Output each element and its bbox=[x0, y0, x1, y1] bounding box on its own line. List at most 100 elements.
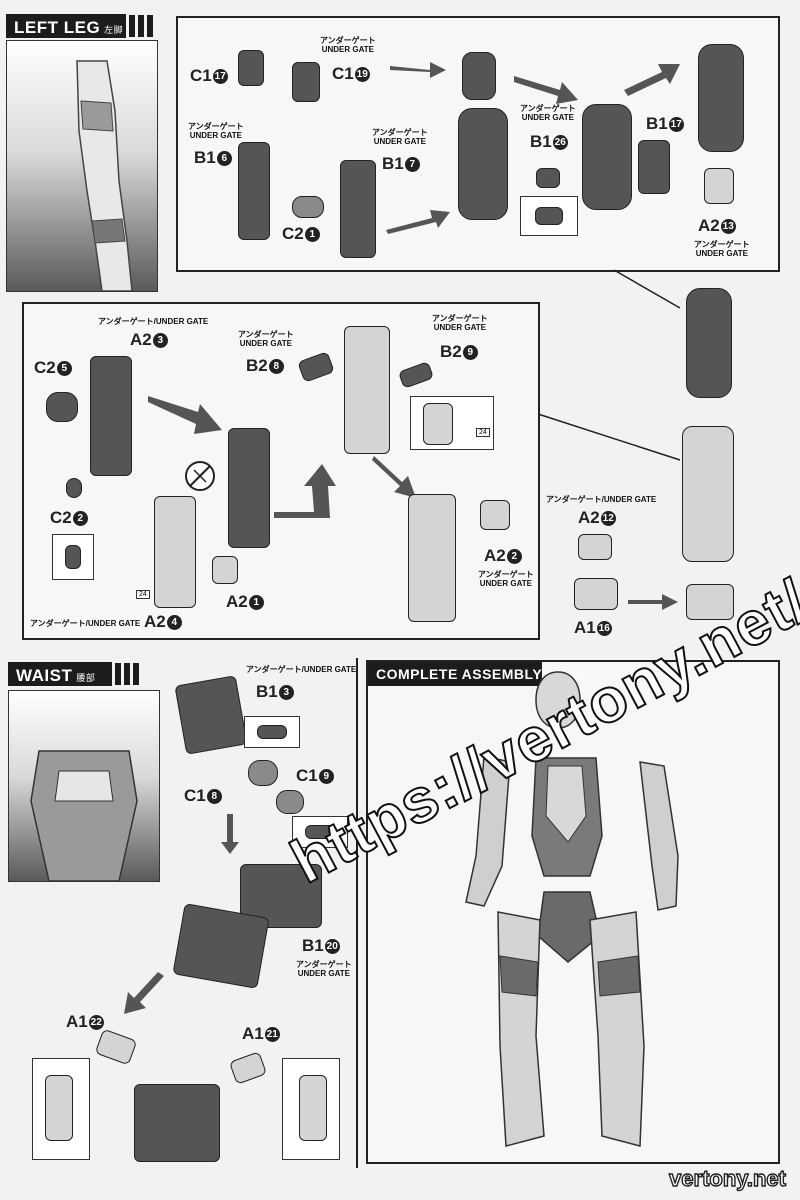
detail-box-a1-22 bbox=[32, 1058, 90, 1160]
gate-en: UNDER GATE bbox=[479, 579, 532, 588]
part-b1-3-num: 3 bbox=[278, 685, 294, 701]
part-c1-19-num: 19 bbox=[354, 67, 370, 83]
complete-figure bbox=[465, 671, 679, 1147]
part-a1-16-letter: A1 bbox=[574, 618, 596, 637]
callout-lines bbox=[537, 269, 681, 461]
part-c2-2-num: 2 bbox=[72, 511, 88, 527]
part-b2-9-num: 9 bbox=[462, 345, 478, 361]
page-ref-2: 24 bbox=[476, 428, 490, 437]
gate-en: UNDER GATE bbox=[189, 131, 242, 140]
part-a2-1-letter: A2 bbox=[226, 592, 248, 611]
part-c1-17-letter: C1 bbox=[190, 66, 212, 85]
arrow-down-waist-1 bbox=[221, 814, 239, 854]
part-b1-17-letter: B1 bbox=[646, 114, 668, 133]
part-b2-8-letter: B2 bbox=[246, 356, 268, 375]
waist-title-text: WAIST bbox=[16, 666, 73, 685]
arrow-down-left-waist bbox=[124, 972, 164, 1014]
gate-en: UNDER GATE bbox=[521, 113, 574, 122]
part-b2-9-letter: B2 bbox=[440, 342, 462, 361]
part-b1-20-letter: B1 bbox=[302, 936, 324, 955]
part-b1-26-num: 26 bbox=[552, 135, 568, 151]
waist-section bbox=[6, 658, 358, 1168]
part-a2-2-num: 2 bbox=[506, 549, 522, 565]
arrow-down-right-2 bbox=[148, 396, 222, 434]
footer-watermark: vertony.net bbox=[668, 1165, 786, 1191]
gate-jp: アンダーゲート bbox=[478, 570, 534, 579]
title-stripes bbox=[112, 663, 139, 685]
gate-jp: アンダーゲート bbox=[296, 960, 352, 969]
part-a2-3-letter: A2 bbox=[130, 330, 152, 349]
gate-en: UNDER GATE bbox=[321, 45, 374, 54]
gate-jp: アンダーゲート bbox=[372, 128, 428, 137]
part-c1-8-num: 8 bbox=[206, 789, 222, 805]
waist-reference-photo bbox=[8, 690, 160, 882]
part-b1-17-num: 17 bbox=[668, 117, 684, 133]
left-leg-title-jp: 左脚 bbox=[104, 25, 124, 35]
arrow-down-right-3 bbox=[372, 456, 416, 498]
part-c2-1-num: 1 bbox=[304, 227, 320, 243]
arrow-right-1 bbox=[390, 62, 446, 78]
part-b1-6-num: 6 bbox=[216, 151, 232, 167]
waist-title-jp: 腰部 bbox=[76, 673, 96, 683]
detail-piece bbox=[45, 1075, 73, 1141]
no-cut-icon bbox=[185, 461, 215, 491]
piece-a2-13 bbox=[704, 168, 734, 204]
gate-label-a2-4: アンダーゲート/UNDER GATE bbox=[30, 619, 141, 628]
gate-jp: アンダーゲート bbox=[694, 240, 750, 249]
piece-c2-1 bbox=[292, 196, 324, 218]
piece-upper-body bbox=[458, 108, 508, 220]
piece-b1-7 bbox=[340, 160, 376, 258]
detail-piece bbox=[257, 725, 287, 739]
piece-a2-3 bbox=[90, 356, 132, 476]
piece-a2-1-small bbox=[212, 556, 238, 584]
piece-c2-2-peg bbox=[66, 478, 82, 498]
piece-b1-17-body bbox=[698, 44, 744, 152]
arrow-down-right-1 bbox=[514, 76, 578, 104]
piece-c1-8 bbox=[248, 760, 278, 786]
part-a1-16-num: 16 bbox=[596, 621, 612, 637]
leg-photo-figure bbox=[76, 60, 133, 291]
complete-assembly-title-text: COMPLETE ASSEMBLY bbox=[376, 666, 543, 682]
piece-a2-2 bbox=[480, 500, 510, 530]
part-a1-22-letter: A1 bbox=[66, 1012, 88, 1031]
part-a2-4-letter: A2 bbox=[144, 612, 166, 631]
left-leg-title-text: LEFT LEG bbox=[14, 18, 101, 37]
part-b1-20-num: 20 bbox=[324, 939, 340, 955]
part-b1-6-letter: B1 bbox=[194, 148, 216, 167]
piece-c1-9 bbox=[276, 790, 304, 814]
gate-jp: アンダーゲート bbox=[238, 330, 294, 339]
piece-a2-1-shin bbox=[154, 496, 196, 608]
gate-label-a2-3: アンダーゲート/UNDER GATE bbox=[98, 317, 209, 326]
piece-inner-frame bbox=[228, 428, 270, 548]
part-c1-19-letter: C1 bbox=[332, 64, 354, 83]
detail-box-c2-2 bbox=[52, 534, 94, 580]
title-stripes bbox=[126, 15, 153, 37]
piece-c1-19 bbox=[292, 62, 320, 102]
piece-c2-5 bbox=[46, 392, 78, 422]
piece-a2-12 bbox=[578, 534, 612, 560]
part-a2-2-letter: A2 bbox=[484, 546, 506, 565]
piece-b1-26-body bbox=[582, 104, 632, 210]
part-a2-13-letter: A2 bbox=[698, 216, 720, 235]
detail-box-knee bbox=[410, 396, 494, 450]
piece-foot-assembled bbox=[686, 584, 734, 620]
